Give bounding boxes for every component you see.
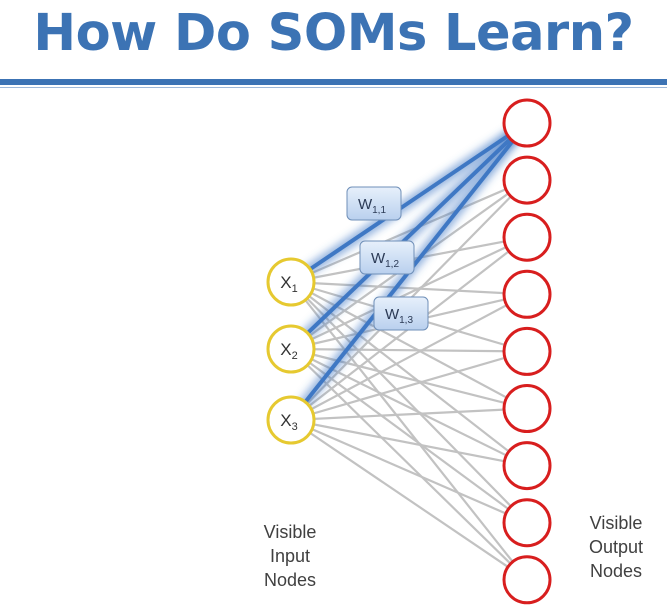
connections [290, 122, 528, 581]
highlight-connection [289, 121, 529, 351]
output-nodes [502, 98, 552, 605]
weight-label-box [373, 296, 429, 331]
output-node [502, 269, 552, 319]
connection-line [290, 281, 528, 581]
input-label-line: Nodes [263, 570, 317, 590]
connection-line [290, 350, 528, 422]
connection-line [290, 348, 528, 581]
connection-line [290, 236, 528, 350]
output-node [502, 155, 552, 205]
input-node [266, 324, 316, 374]
connection-line [290, 293, 528, 421]
connection-line [290, 419, 528, 581]
title-divider-thin [0, 87, 667, 88]
connection-line [290, 407, 528, 422]
connection-line [290, 418, 528, 524]
output-label-line: Nodes [589, 561, 643, 581]
connection-line [290, 348, 528, 467]
connection-line [290, 347, 528, 353]
weight-labels: W1,1W1,2W1,3 [346, 186, 429, 331]
output-label-line: Visible [589, 513, 643, 533]
output-label-line: Output [588, 537, 644, 557]
highlighted-connections [286, 118, 532, 424]
output-node [502, 98, 552, 148]
connection-line [290, 347, 528, 410]
connection-line [290, 281, 528, 410]
output-node [502, 498, 552, 548]
output-node [502, 326, 552, 376]
title-divider [0, 79, 667, 85]
input-label-line: Visible [263, 522, 317, 542]
output-node [502, 555, 552, 605]
output-node [502, 212, 552, 262]
page-title: How Do SOMs Learn? [33, 4, 634, 63]
output-node [502, 441, 552, 491]
weight-label-box [359, 240, 415, 275]
connection-line [290, 418, 528, 467]
connection-line [290, 280, 528, 296]
input-nodes-label: Visible Input Nodes [240, 520, 340, 592]
output-node [502, 384, 552, 433]
highlight-connection [289, 121, 529, 284]
input-node [266, 395, 316, 445]
input-node [266, 257, 316, 307]
weight-label-box [346, 186, 402, 221]
input-label-line: Input [269, 546, 311, 566]
output-nodes-label: Visible Output Nodes [566, 511, 666, 583]
